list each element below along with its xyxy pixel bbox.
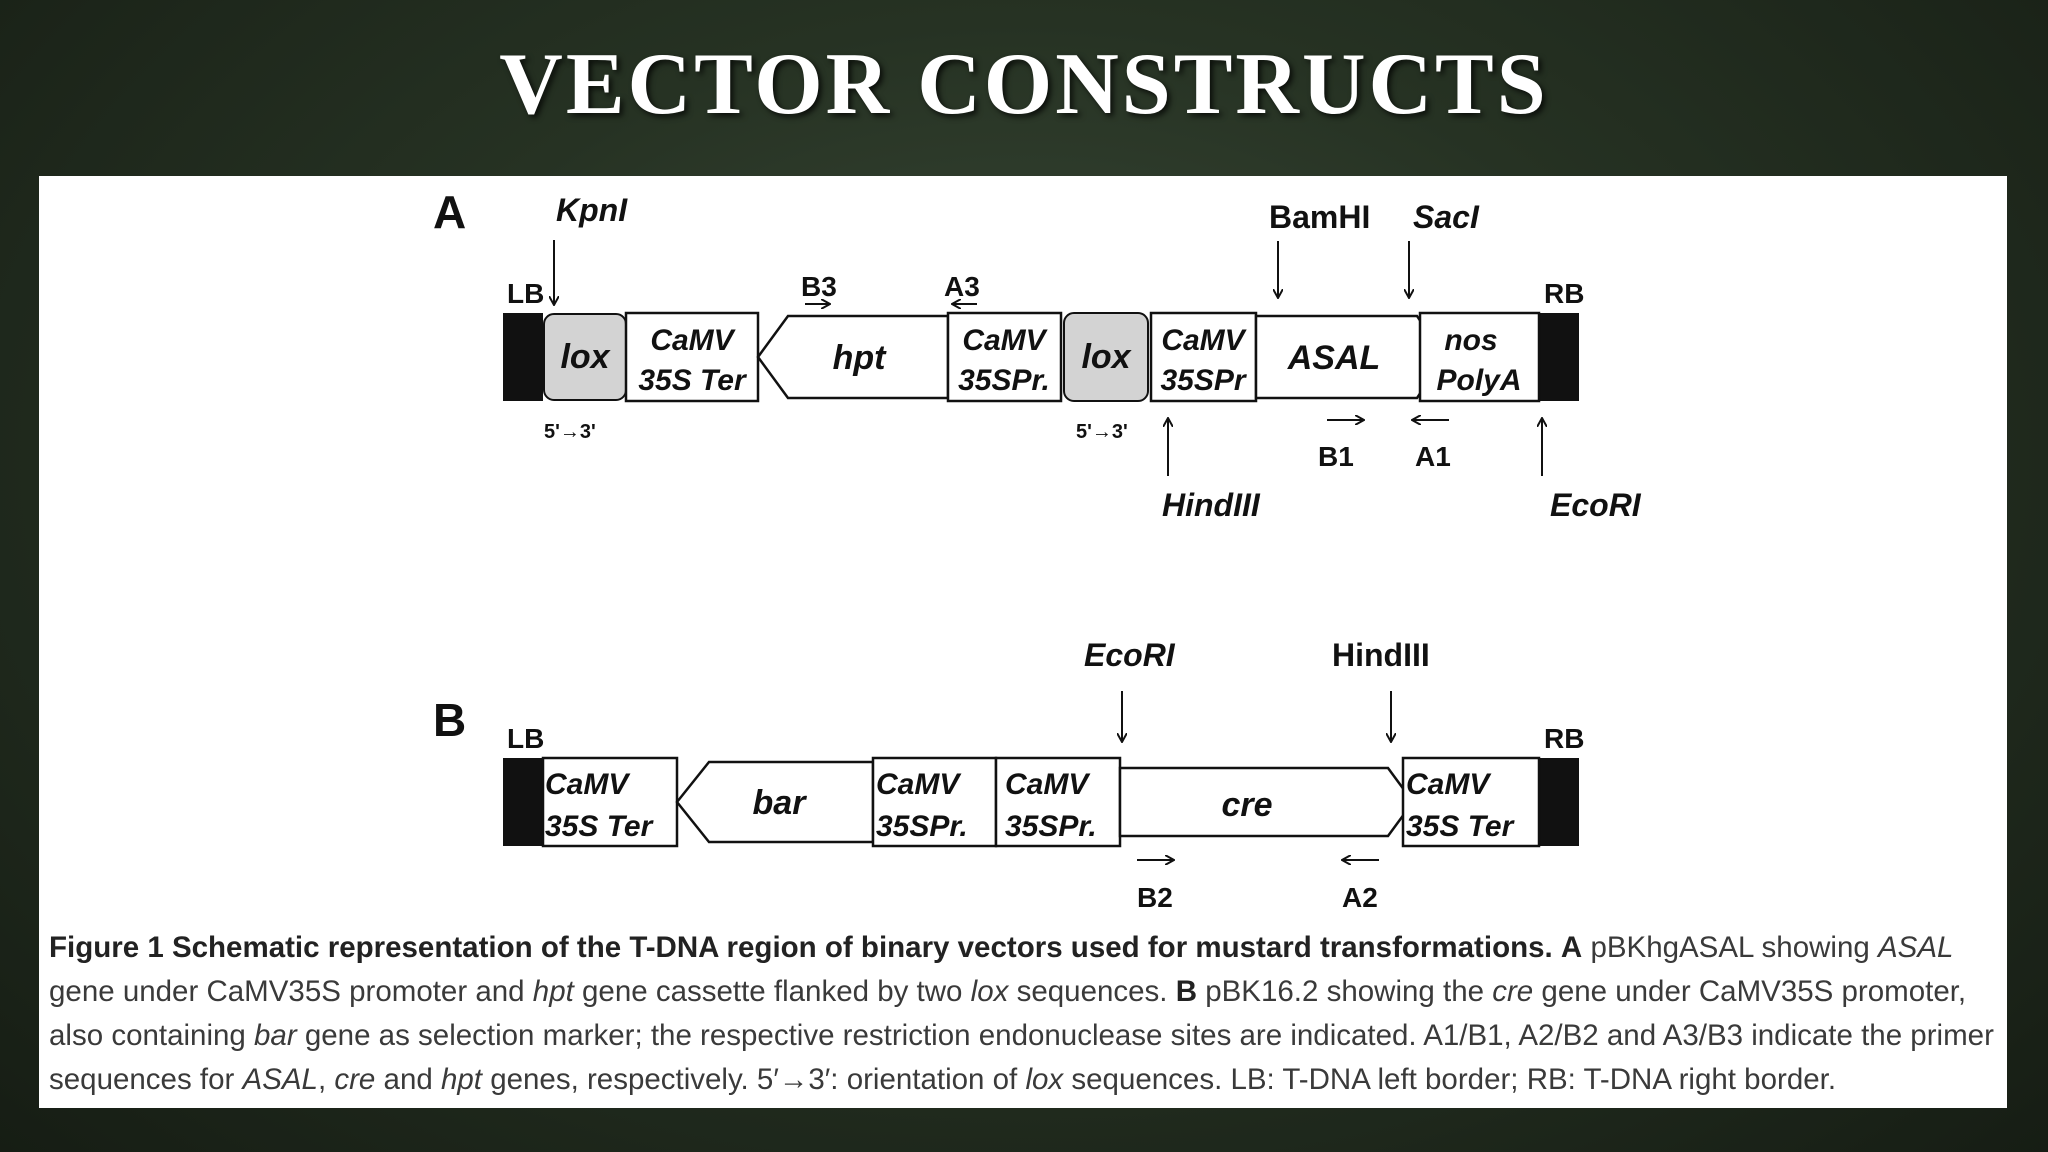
caption-b-gene: cre	[1492, 975, 1534, 1008]
panel-b-ter1-line2: 35S Ter	[545, 810, 655, 843]
caption-b-gene2: bar	[254, 1019, 297, 1052]
panel-a-hpt-label: hpt	[833, 339, 888, 377]
panel-b-left-border-block	[503, 758, 543, 846]
caption-a-lox: lox	[970, 975, 1009, 1008]
panel-a-a1-label: A1	[1415, 441, 1451, 472]
panel-a-b3-label: B3	[801, 271, 837, 302]
panel-b-pr1-line2: 35SPr.	[876, 810, 968, 843]
caption-a-gene2: hpt	[532, 975, 574, 1008]
panel-a-lox2-box	[1063, 312, 1149, 402]
panel-a-hindiii-label: HindIII	[1162, 487, 1261, 523]
panel-a-lox2-label: lox	[1081, 338, 1132, 376]
caption-primer-and: and	[383, 1063, 433, 1096]
panel-b-ter2-box	[1401, 756, 1541, 848]
panel-a-pr2-box	[1149, 311, 1258, 403]
panel-a-orientation-1: 5'→3'	[544, 421, 596, 443]
panel-b-ter2-line2: 35S Ter	[1406, 810, 1516, 843]
caption-a-text3: gene cassette flanked by two	[582, 975, 963, 1008]
caption-a-gene: ASAL	[1877, 931, 1954, 964]
caption-a-text2: gene under CaMV35S promoter and	[49, 975, 525, 1008]
caption-b-text2: gene under CaMV35S promoter, also contai…	[49, 975, 1967, 1052]
panel-b-hindiii-label: HindIII	[1332, 637, 1430, 673]
panel-a-lox1-label: lox	[560, 338, 611, 376]
panel-a-bamhi-label: BamHI	[1269, 199, 1370, 235]
panel-b-rb-label: RB	[1544, 723, 1584, 754]
caption-a-label: A	[1560, 931, 1583, 964]
caption-lox: lox	[1025, 1063, 1064, 1096]
panel-a-pr2-line1: CaMV	[1161, 324, 1247, 357]
slide-title: VECTOR CONSTRUCTS	[499, 36, 1549, 133]
panel-a-asal-label: ASAL	[1287, 339, 1381, 377]
caption-b-text1: pBK16.2 showing the	[1205, 975, 1485, 1008]
panel-b-b2-label: B2	[1137, 882, 1173, 913]
panel-a-ecori-label: EcoRI	[1550, 487, 1642, 523]
panel-a-saci-label: SacI	[1413, 199, 1480, 235]
panel-a-pr1-line2: 35SPr.	[958, 364, 1050, 397]
figure-caption: Figure 1 Schematic representation of the…	[49, 926, 2004, 1102]
panel-b-pr1-box	[871, 756, 998, 848]
vector-diagram: A LB RB lox CaMV 35S Ter hpt CaMV 35SPr.…	[433, 186, 1642, 913]
caption-a-text4: sequences.	[1016, 975, 1168, 1008]
panel-a-nos-line2: PolyA	[1436, 364, 1521, 397]
panel-b-pr1-line1: CaMV	[876, 768, 962, 801]
caption-primer-cre: cre	[334, 1063, 376, 1096]
panel-a-right-border-block	[1539, 313, 1579, 401]
panel-a-left-border-block	[503, 313, 543, 401]
panel-a-nos-line1: nos	[1444, 324, 1497, 357]
caption-a-text1: pBKhgASAL showing	[1590, 931, 1870, 964]
panel-b-ter1-line1: CaMV	[545, 768, 631, 801]
panel-a-lb-label: LB	[507, 278, 544, 309]
panel-b-a2-label: A2	[1342, 882, 1378, 913]
panel-a-kpni-label: KpnI	[556, 192, 628, 228]
panel-b-letter: B	[433, 694, 466, 746]
panel-a-nos-box	[1418, 311, 1541, 403]
panel-b-ter1-box	[541, 756, 679, 848]
panel-a-b1-label: B1	[1318, 441, 1354, 472]
panel-a-pr1-box	[946, 311, 1063, 403]
panel-a-letter: A	[433, 186, 466, 238]
panel-b-cre-arrow	[1118, 766, 1415, 838]
caption-b-label: B	[1175, 975, 1197, 1008]
caption-b-text3: gene as selection marker; the respective…	[49, 1019, 1994, 1096]
panel-b-cre-label: cre	[1221, 786, 1272, 824]
caption-primer-asal: ASAL	[242, 1063, 318, 1096]
panel-b-bar-label: bar	[753, 784, 808, 822]
panel-a-ter-line1: CaMV	[650, 324, 736, 357]
panel-b-ecori-label: EcoRI	[1084, 637, 1176, 673]
panel-b-lb-label: LB	[507, 723, 544, 754]
caption-text4: genes, respectively. 5′→3′: orientation …	[490, 1063, 1018, 1096]
panel-a-rb-label: RB	[1544, 278, 1584, 309]
panel-b-ter2-line1: CaMV	[1406, 768, 1492, 801]
panel-b-pr2-box	[994, 756, 1122, 848]
caption-primer-hpt: hpt	[440, 1063, 482, 1096]
panel-a-orientation-2: 5'→3'	[1076, 421, 1128, 443]
caption-text5: sequences. LB: T-DNA left border; RB: T-…	[1071, 1063, 1837, 1096]
panel-b-pr2-line1: CaMV	[1005, 768, 1091, 801]
panel-a-pr1-line1: CaMV	[962, 324, 1048, 357]
panel-a-a3-label: A3	[944, 271, 980, 302]
panel-b-right-border-block	[1539, 758, 1579, 846]
panel-a-pr2-line2: 35SPr	[1160, 364, 1247, 397]
figure-panel: A LB RB lox CaMV 35S Ter hpt CaMV 35SPr.…	[39, 176, 2007, 1108]
panel-b-pr2-line2: 35SPr.	[1005, 810, 1097, 843]
panel-a-ter-line2: 35S Ter	[638, 364, 748, 397]
caption-bold-title: Schematic representation of the T-DNA re…	[171, 931, 1553, 964]
caption-primer-comma: ,	[317, 1063, 327, 1096]
caption-figure-label: Figure 1	[49, 931, 164, 964]
